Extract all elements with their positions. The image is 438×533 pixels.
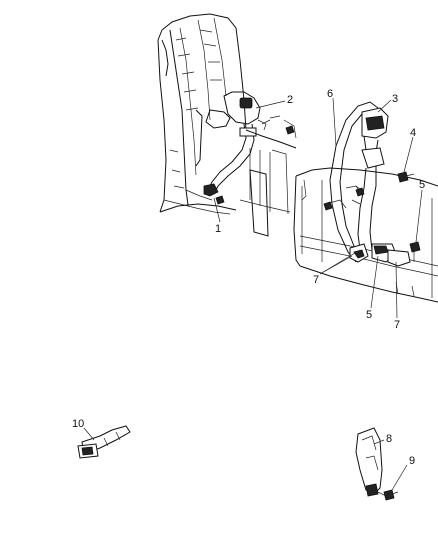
- callout-7-left: 7: [313, 274, 319, 286]
- part-8-strap-assembly: [355, 427, 387, 497]
- callout-10: 10: [72, 418, 84, 430]
- leader-lines: [83, 97, 423, 491]
- part-10-buckle-strap: [77, 425, 131, 459]
- callout-5-upper: 5: [419, 179, 425, 191]
- callout-3: 3: [392, 93, 398, 105]
- left-pillar-assembly: [157, 13, 297, 237]
- callout-4: 4: [410, 127, 416, 139]
- callout-labels: 1 2 3 4 5 5 6 7 7 8 9 10: [72, 88, 425, 467]
- callout-8: 8: [386, 433, 392, 445]
- callout-6: 6: [327, 88, 333, 100]
- callout-7-right: 7: [394, 319, 400, 331]
- callout-5-lower: 5: [366, 309, 372, 321]
- callout-1: 1: [215, 223, 221, 235]
- callout-2: 2: [287, 94, 293, 106]
- part-9-bolt: [383, 489, 399, 501]
- callout-9: 9: [409, 455, 415, 467]
- right-seat-back-assembly: [293, 101, 438, 303]
